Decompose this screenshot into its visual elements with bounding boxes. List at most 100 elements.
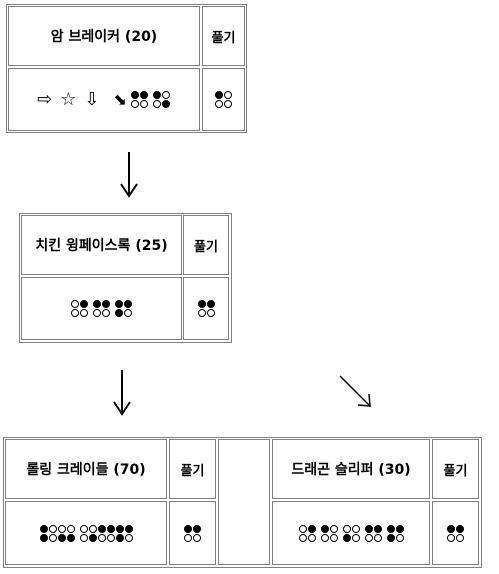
release-pattern-cell-rolling-cradle	[169, 501, 216, 565]
empty-dot-icon	[224, 100, 232, 108]
filled-dot-icon	[39, 533, 48, 542]
down-arrow-icon: ⇩	[84, 89, 100, 110]
dot-row	[71, 300, 133, 308]
dot-group	[79, 524, 133, 533]
dot-group	[342, 524, 360, 533]
filled-dot-icon	[66, 533, 75, 542]
empty-dot-icon	[88, 524, 97, 533]
dot-group	[320, 524, 338, 533]
filled-dot-icon	[153, 91, 162, 99]
filled-dot-icon	[131, 91, 140, 99]
bottom-row: 롤링 크레이들 (70) 풀기 드래곤 슬리퍼 (30) 풀기	[3, 437, 482, 568]
dot-row	[71, 309, 133, 317]
release-label-cell-rolling-cradle: 풀기	[169, 439, 216, 499]
release-pattern	[197, 300, 215, 317]
dot-group	[320, 533, 338, 542]
empty-dot-icon	[351, 524, 360, 533]
command-cell: ⇨ ☆ ⇩ ⬊	[8, 68, 200, 131]
filled-dot-icon	[386, 533, 395, 542]
empty-dot-icon	[106, 533, 115, 542]
arrow-chicken-wing-to-dragon-sleeper	[339, 375, 371, 407]
button-pattern	[298, 524, 404, 542]
node-title-cell: 암 브레이커 (20)	[8, 6, 200, 66]
empty-dot-icon	[447, 533, 455, 542]
release-label: 풀기	[443, 463, 468, 479]
release-pattern-cell	[183, 277, 229, 340]
dot-group	[115, 300, 133, 308]
dot-group	[386, 533, 404, 542]
dot-group	[131, 100, 149, 108]
filled-dot-icon	[115, 300, 123, 308]
empty-dot-icon	[395, 533, 404, 542]
dot-row	[298, 533, 404, 542]
dot-row	[215, 91, 233, 99]
filled-dot-icon	[320, 524, 329, 533]
dot-row	[39, 533, 133, 542]
empty-dot-icon	[197, 309, 206, 317]
dot-row	[215, 100, 233, 108]
filled-dot-icon	[364, 524, 373, 533]
empty-dot-icon	[124, 533, 133, 542]
release-pattern	[447, 524, 465, 542]
filled-dot-icon	[215, 91, 223, 99]
command-cell-dragon-sleeper	[272, 501, 430, 565]
button-pattern	[39, 524, 133, 542]
empty-dot-icon	[48, 524, 57, 533]
filled-dot-icon	[39, 524, 48, 533]
empty-dot-icon	[351, 533, 360, 542]
release-label-cell: 풀기	[202, 6, 245, 66]
arrow-chicken-wing-to-rolling-cradle	[113, 370, 131, 416]
node-title: 드래곤 슬리퍼 (30)	[291, 462, 411, 478]
node-arm-breaker: 암 브레이커 (20) 풀기 ⇨ ☆ ⇩ ⬊	[6, 4, 247, 133]
empty-dot-icon	[93, 309, 101, 317]
release-pattern-cell	[202, 68, 245, 131]
dot-row	[39, 524, 133, 533]
dot-group	[71, 309, 89, 317]
filled-dot-icon	[140, 91, 149, 99]
empty-dot-icon	[71, 309, 79, 317]
empty-dot-icon	[298, 524, 307, 533]
dot-group	[93, 300, 111, 308]
empty-dot-icon	[193, 533, 201, 542]
filled-dot-icon	[97, 524, 106, 533]
dot-group	[39, 533, 75, 542]
dot-row	[447, 524, 465, 533]
filled-dot-icon	[206, 300, 215, 308]
dot-row	[447, 533, 465, 542]
dot-row	[197, 300, 215, 308]
node-title: 암 브레이커 (20)	[50, 29, 158, 45]
empty-dot-icon	[320, 533, 329, 542]
empty-dot-icon	[307, 533, 316, 542]
filled-dot-icon	[124, 300, 132, 308]
filled-dot-icon	[93, 300, 101, 308]
empty-dot-icon	[57, 524, 66, 533]
empty-dot-icon	[71, 300, 79, 308]
button-pattern	[131, 91, 171, 108]
empty-dot-icon	[373, 533, 382, 542]
empty-dot-icon	[153, 100, 162, 108]
filled-dot-icon	[80, 300, 88, 308]
dot-group	[39, 524, 75, 533]
filled-dot-icon	[386, 524, 395, 533]
node-chicken-wing: 치킨 윙페이스록 (25) 풀기	[19, 213, 232, 343]
filled-dot-icon	[395, 524, 404, 533]
release-pattern-cell-dragon-sleeper	[432, 501, 479, 565]
command-cell-rolling-cradle	[5, 501, 167, 565]
filled-dot-icon	[456, 524, 464, 533]
filled-dot-icon	[115, 533, 124, 542]
dot-group	[153, 100, 171, 108]
filled-dot-icon	[373, 524, 382, 533]
dot-group	[364, 533, 382, 542]
filled-dot-icon	[197, 300, 206, 308]
filled-dot-icon	[115, 309, 123, 317]
empty-dot-icon	[66, 524, 75, 533]
node-title: 치킨 윙페이스록 (25)	[35, 238, 168, 254]
dot-group	[79, 533, 133, 542]
dot-group	[153, 91, 171, 99]
node-title: 롤링 크레이들 (70)	[26, 462, 146, 478]
empty-dot-icon	[329, 533, 338, 542]
release-label-cell-dragon-sleeper: 풀기	[432, 439, 479, 499]
empty-dot-icon	[162, 91, 171, 99]
empty-dot-icon	[215, 100, 223, 108]
release-label-cell: 풀기	[183, 215, 229, 275]
